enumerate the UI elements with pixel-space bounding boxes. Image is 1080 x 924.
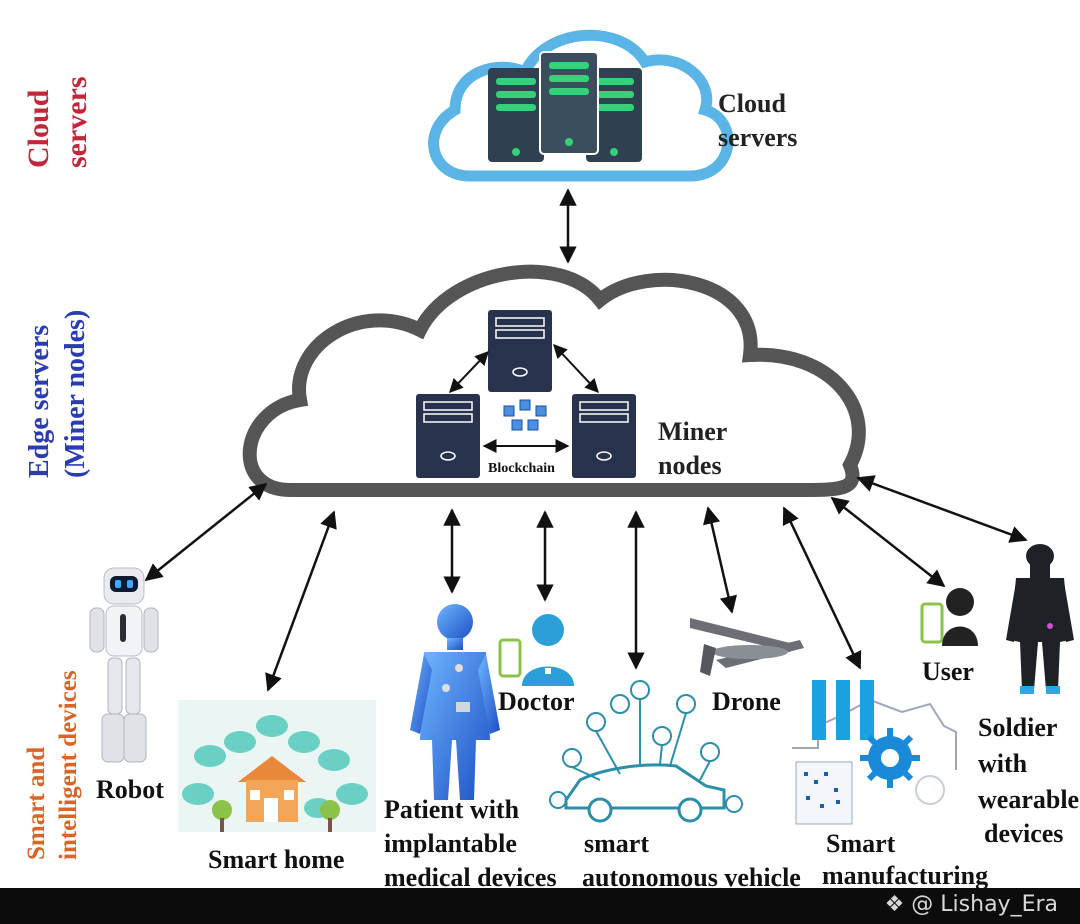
- doctor-icon: [498, 614, 574, 686]
- miner-label-line2: nodes: [658, 451, 722, 480]
- patient-label-line2: implantable: [384, 829, 517, 858]
- top-left-arrow: [449, 350, 489, 394]
- tier-devices-line1: Smart and: [23, 747, 50, 860]
- miner-node-right-icon: [572, 394, 636, 478]
- arrow-soldier: [856, 475, 1028, 543]
- arrow-drone: [703, 506, 737, 614]
- miner-node-top-icon: [488, 310, 552, 392]
- vehicle-label-line2: autonomous vehicle: [582, 863, 801, 892]
- arrow-robot: [144, 482, 268, 582]
- blockchain-cubes-icon: [503, 399, 547, 431]
- soldier-label-line4: devices: [984, 819, 1063, 848]
- drone-label: Drone: [712, 687, 781, 716]
- patient-label-line1: Patient with: [384, 795, 520, 824]
- patient-label-line3: medical devices: [384, 863, 557, 892]
- smart-home-icon: [178, 700, 376, 832]
- blockchain-label: Blockchain: [488, 461, 555, 476]
- arrow-smart-home: [265, 510, 337, 692]
- tier-edge-line2: (Miner nodes): [60, 310, 91, 478]
- watermark-logo-icon: ❖: [884, 892, 905, 917]
- server-rack-icon: [488, 51, 642, 162]
- manufacturing-label-line2: manufacturing: [822, 861, 988, 890]
- footer-bar: [0, 888, 1080, 924]
- vehicle-label-line1: smart: [584, 829, 649, 858]
- soldier-label-line3: wearable: [978, 785, 1079, 814]
- smart-home-label: Smart home: [208, 845, 344, 874]
- cloud-label-line1: Cloud: [718, 89, 786, 118]
- patient-body-icon: [410, 604, 500, 800]
- cloud-servers-group: Cloud servers: [428, 29, 797, 182]
- manufacturing-label-line1: Smart: [826, 829, 896, 858]
- cloud-label-line2: servers: [718, 123, 797, 152]
- tier-label-cloud: Cloud servers: [22, 76, 93, 168]
- soldier-icon: [1006, 544, 1074, 694]
- tier-label-devices: Smart and intelligent devices: [23, 670, 82, 860]
- arrow-user: [830, 496, 946, 588]
- top-right-arrow: [553, 343, 599, 394]
- miner-label-line1: Miner: [658, 417, 727, 446]
- watermark: ❖ @ Lishay_Era: [885, 890, 1058, 920]
- watermark-text: @ Lishay_Era: [911, 892, 1058, 917]
- tier-cloud-line2: servers: [60, 76, 93, 168]
- robot-label: Robot: [96, 775, 164, 804]
- robot-icon: [89, 567, 159, 763]
- soldier-label-line2: with: [978, 749, 1028, 778]
- tier-label-edge: Edge servers (Miner nodes): [24, 310, 91, 478]
- tier-edge-line1: Edge servers: [24, 325, 55, 478]
- smart-manufacturing-icon: [792, 680, 957, 825]
- miner-node-left-icon: [416, 394, 480, 478]
- tier-devices-line2: intelligent devices: [55, 670, 82, 860]
- arrow-manufacturing: [782, 506, 862, 670]
- soldier-label-line1: Soldier: [978, 713, 1057, 742]
- tier-cloud-line1: Cloud: [22, 89, 55, 168]
- edge-cloud-outline: [242, 264, 866, 497]
- autonomous-vehicle-icon: [549, 680, 743, 823]
- edge-cloud-group: Blockchain Miner nodes: [242, 264, 866, 497]
- device-arrows: [144, 475, 1028, 692]
- drone-icon: [690, 618, 804, 676]
- user-icon: [920, 588, 978, 646]
- doctor-label: Doctor: [498, 687, 575, 716]
- user-label: User: [922, 657, 974, 686]
